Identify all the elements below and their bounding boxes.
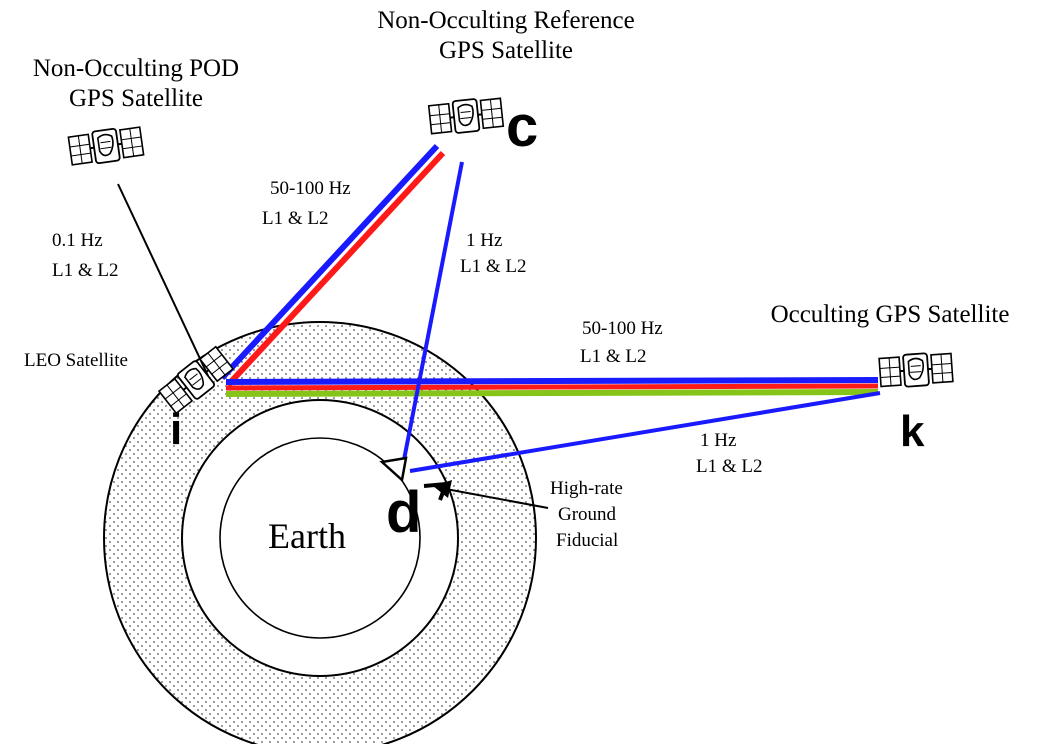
satellite-icon <box>427 95 505 137</box>
occ-leo-bands: L1 & L2 <box>580 346 647 367</box>
pod-leo-link <box>117 183 211 381</box>
earth-core <box>219 437 421 639</box>
ref-title-line1: Non-Occulting Reference <box>377 7 635 34</box>
fiducial-pointer <box>445 488 549 509</box>
point-k-label: k <box>900 407 925 456</box>
ref-ground-line <box>400 161 464 471</box>
occ-ground-rate: 1 Hz <box>700 430 736 451</box>
pod-link-bands: L1 & L2 <box>52 260 119 281</box>
ref-ground-rate: 1 Hz <box>466 230 502 251</box>
earth-label: Earth <box>268 516 346 556</box>
fiducial-label-line2: Ground <box>558 504 617 525</box>
ref-leo-bands: L1 & L2 <box>262 208 329 229</box>
fiducial-marker <box>423 481 449 501</box>
ref-ground-bands: L1 & L2 <box>460 256 527 277</box>
pod-title-line1: Non-Occulting POD <box>33 55 239 82</box>
pod-title-line2: GPS Satellite <box>69 85 203 112</box>
ref-leo-l2-line <box>225 150 446 388</box>
ref-ground-arrowhead <box>379 456 408 483</box>
ref-title-line2: GPS Satellite <box>439 37 573 64</box>
occ-ground-line <box>409 391 881 473</box>
occ-title: Occulting GPS Satellite <box>771 301 1010 328</box>
occ-leo-l1-line <box>225 377 879 385</box>
point-c-label: c <box>506 94 538 159</box>
occ-leo-l2-line <box>225 383 879 391</box>
fiducial-label-line3: Fiducial <box>556 530 618 551</box>
ref-leo-rate: 50-100 Hz <box>270 178 351 199</box>
ref-leo-l1-line <box>219 143 440 381</box>
fiducial-label-line1: High-rate <box>550 478 623 499</box>
occ-ground-bands: L1 & L2 <box>696 456 763 477</box>
occ-leo-rate: 50-100 Hz <box>582 318 663 339</box>
pod-link-rate: 0.1 Hz <box>52 230 103 251</box>
satellite-icon <box>877 350 955 390</box>
leo-title: LEO Satellite <box>24 350 128 371</box>
point-d-label: d <box>386 480 421 545</box>
occ-leo-occultation-line <box>225 389 879 397</box>
point-i-label: i <box>170 405 182 454</box>
satellite-icon <box>67 124 145 168</box>
